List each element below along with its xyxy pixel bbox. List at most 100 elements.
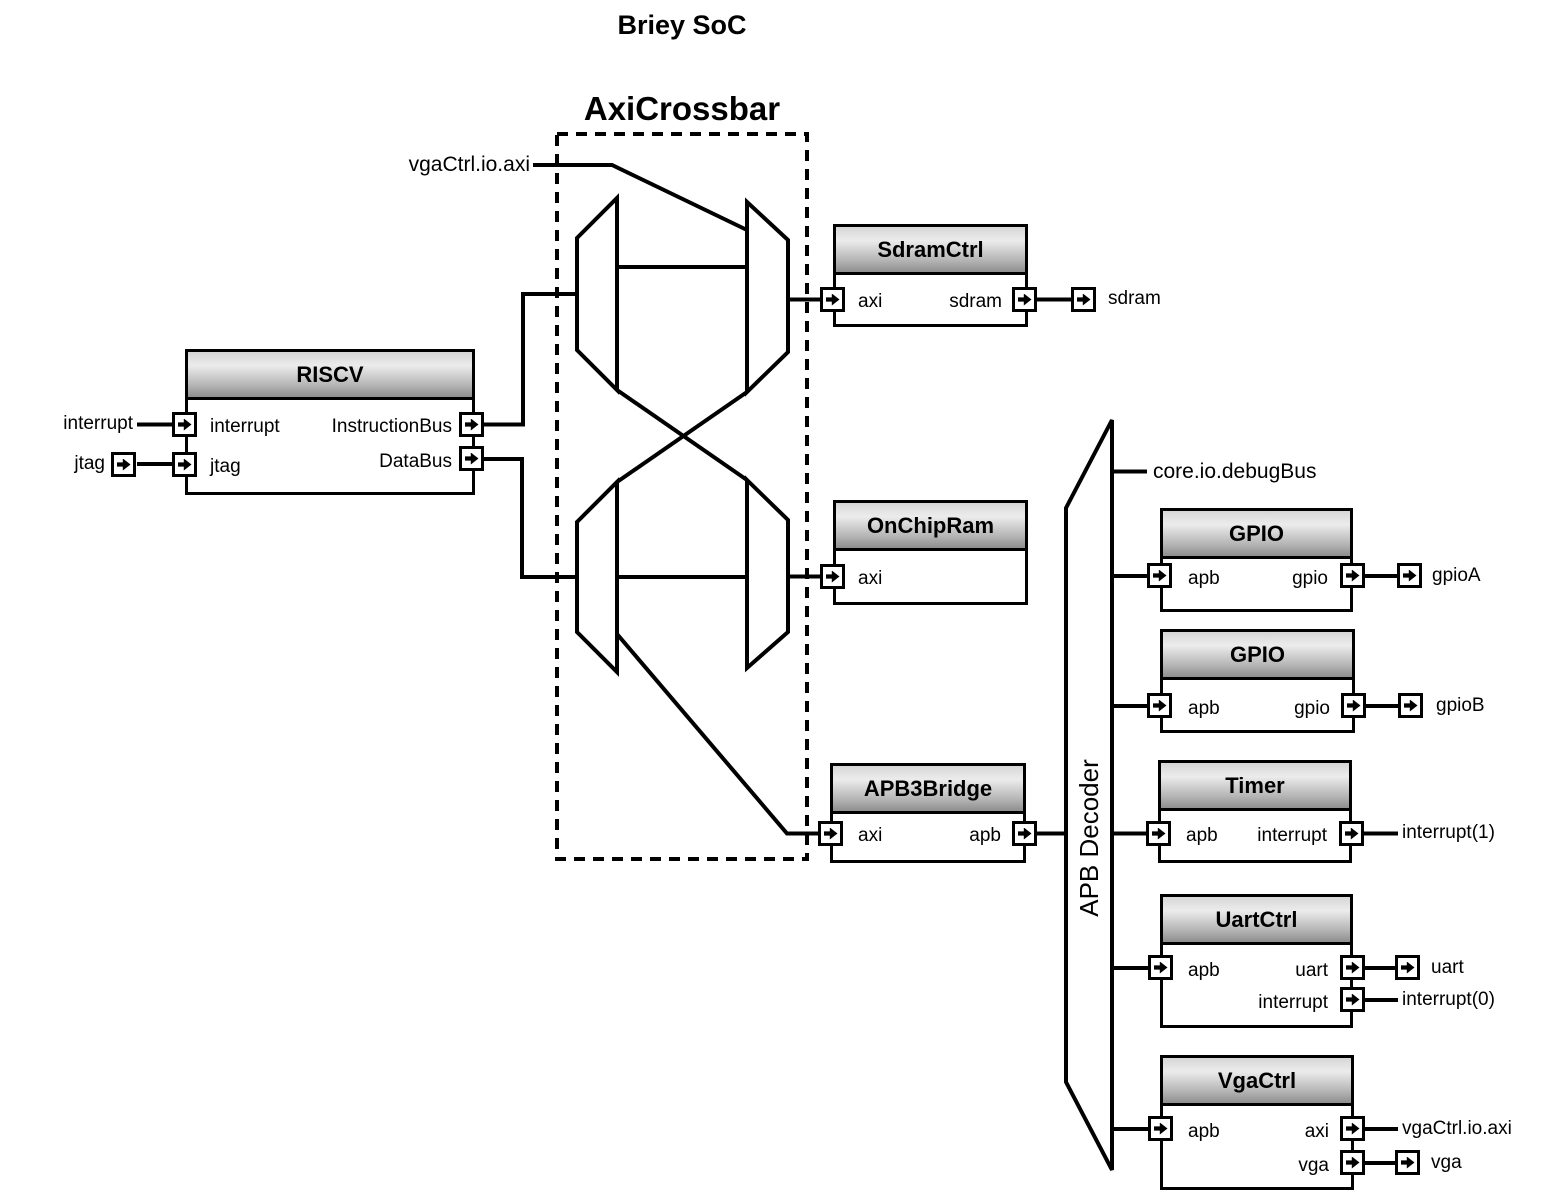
external-gpioa-label: gpioA [1432, 565, 1481, 586]
port-arrow-icon [823, 827, 838, 840]
onchipram-port-axi-label: axi [858, 568, 883, 589]
gpio-b-block: GPIO apb gpio [1160, 629, 1355, 733]
vgactrl-port-apb-label: apb [1188, 1121, 1220, 1142]
riscv-port-databus-label: DataBus [379, 451, 452, 472]
apb3bridge-block-title: APB3Bridge [833, 766, 1023, 814]
port-arrow-icon [1345, 1156, 1360, 1169]
uartctrl-port-interrupt-label: interrupt [1258, 992, 1328, 1013]
port-arrow-icon [177, 418, 192, 431]
external-jtag-port [111, 452, 136, 477]
riscv-block: RISCV interrupt jtag InstructionBus Data… [185, 349, 475, 495]
sdramctrl-block-title: SdramCtrl [836, 227, 1025, 275]
port-arrow-icon [1152, 699, 1167, 712]
sdramctrl-sdram-port [1012, 287, 1037, 312]
riscv-interrupt-port [172, 412, 197, 437]
uartctrl-uart-port [1340, 955, 1365, 980]
uartctrl-port-uart-label: uart [1295, 960, 1328, 981]
external-vga-axi-label: vgaCtrl.io.axi [1402, 1118, 1512, 1139]
gpio-a-apb-port [1147, 563, 1172, 588]
port-arrow-icon [1345, 993, 1360, 1006]
gpio-b-block-title: GPIO [1163, 632, 1352, 680]
timer-block-title: Timer [1161, 763, 1349, 811]
uartctrl-block-title: UartCtrl [1163, 897, 1350, 945]
timer-port-interrupt-label: interrupt [1257, 825, 1327, 846]
gpio-a-block-title: GPIO [1163, 511, 1350, 559]
external-sdram-port [1071, 287, 1096, 312]
gpio-a-gpio-port [1340, 563, 1365, 588]
wire-cross-diagonal-b [615, 390, 749, 484]
uartctrl-apb-port [1148, 955, 1173, 980]
riscv-port-jtag-label: jtag [210, 456, 241, 477]
port-arrow-icon [1076, 293, 1091, 306]
apb-decoder-label: APB Decoder [1074, 759, 1104, 917]
port-arrow-icon [1344, 827, 1359, 840]
external-vga-label: vga [1431, 1152, 1462, 1173]
riscv-port-instructionbus-label: InstructionBus [331, 416, 452, 437]
port-arrow-icon [825, 570, 840, 583]
port-arrow-icon [1151, 827, 1166, 840]
vgactrl-apb-port [1148, 1116, 1173, 1141]
onchipram-axi-port [820, 564, 845, 589]
port-arrow-icon [1153, 961, 1168, 974]
external-gpiob-port [1398, 693, 1423, 718]
debug-bus-label: core.io.debugBus [1153, 460, 1317, 483]
vgactrl-block-title: VgaCtrl [1163, 1058, 1351, 1106]
timer-port-apb-label: apb [1186, 825, 1218, 846]
sdramctrl-axi-port [820, 287, 845, 312]
riscv-instructionbus-port [459, 412, 484, 437]
timer-block: Timer apb interrupt [1158, 760, 1352, 863]
port-arrow-icon [1017, 293, 1032, 306]
external-gpiob-label: gpioB [1436, 695, 1485, 716]
apb-decoder-shape [1064, 419, 1114, 1171]
port-arrow-icon [1345, 961, 1360, 974]
gpio-a-block: GPIO apb gpio [1160, 508, 1353, 612]
sdramctrl-block: SdramCtrl axi sdram [833, 224, 1028, 327]
crossbar-lower-right-mux [745, 475, 790, 673]
port-arrow-icon [825, 293, 840, 306]
port-arrow-icon [1403, 699, 1418, 712]
external-uart-label: uart [1431, 957, 1464, 978]
vgactrl-block: VgaCtrl apb axi vga [1160, 1055, 1354, 1190]
vgactrl-axi-input-label: vgaCtrl.io.axi [408, 153, 530, 176]
crossbar-title: AxiCrossbar [583, 90, 781, 127]
crossbar-dashed-boundary [555, 132, 809, 861]
sdramctrl-port-sdram-label: sdram [949, 291, 1002, 312]
apb3bridge-port-apb-label: apb [969, 825, 1001, 846]
uartctrl-interrupt-port [1340, 987, 1365, 1012]
onchipram-block-title: OnChipRam [836, 503, 1025, 551]
wire-to-apb3bridge [615, 632, 818, 836]
onchipram-block: OnChipRam axi [833, 500, 1028, 605]
crossbar-upper-left-mux [575, 193, 619, 395]
apb3bridge-block: APB3Bridge axi apb [830, 763, 1026, 863]
crossbar-upper-right-mux [745, 197, 790, 397]
gpio-b-port-gpio-label: gpio [1294, 698, 1330, 719]
port-arrow-icon [116, 458, 131, 471]
riscv-block-title: RISCV [188, 352, 472, 400]
uartctrl-block: UartCtrl apb uart interrupt [1160, 894, 1353, 1028]
port-arrow-icon [1402, 569, 1417, 582]
gpio-b-gpio-port [1341, 693, 1366, 718]
port-arrow-icon [1400, 961, 1415, 974]
external-vga-port [1395, 1150, 1420, 1175]
port-arrow-icon [1153, 1122, 1168, 1135]
vgactrl-axi-port [1340, 1116, 1365, 1141]
vgactrl-port-axi-label: axi [1304, 1121, 1329, 1142]
wire-instruction-bus [484, 292, 577, 427]
port-arrow-icon [1152, 569, 1167, 582]
timer-interrupt-port [1339, 821, 1364, 846]
port-arrow-icon [464, 452, 479, 465]
gpio-a-port-gpio-label: gpio [1292, 568, 1328, 589]
gpio-b-apb-port [1147, 693, 1172, 718]
riscv-port-interrupt-label: interrupt [210, 416, 280, 437]
port-arrow-icon [1345, 1122, 1360, 1135]
external-timer-interrupt-label: interrupt(1) [1402, 822, 1495, 843]
wire-vgactrl-axi-input [533, 163, 748, 232]
sdramctrl-port-axi-label: axi [858, 291, 883, 312]
vgactrl-vga-port [1340, 1150, 1365, 1175]
external-sdram-label: sdram [1108, 288, 1161, 309]
external-jtag-label: jtag [74, 453, 105, 474]
external-uart-port [1395, 955, 1420, 980]
riscv-databus-port [459, 446, 484, 471]
gpio-a-port-apb-label: apb [1188, 568, 1220, 589]
